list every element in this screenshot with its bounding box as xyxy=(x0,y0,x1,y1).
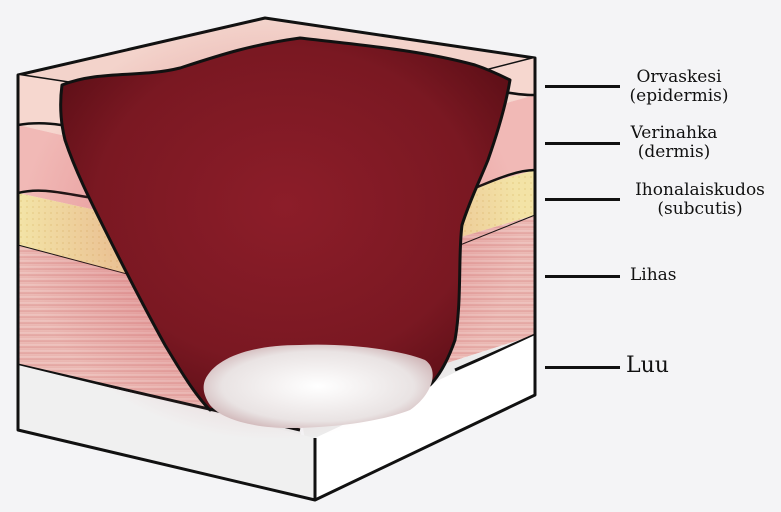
label-dermis-name: Verinahka xyxy=(624,124,724,143)
label-bone-name: Luu xyxy=(626,354,686,379)
leader-muscle xyxy=(545,275,620,278)
label-dermis-term: (dermis) xyxy=(624,143,724,162)
label-epidermis: Orvaskesi (epidermis) xyxy=(624,68,734,106)
leader-subcutis xyxy=(545,198,620,201)
leader-dermis xyxy=(545,142,620,145)
label-epidermis-name: Orvaskesi xyxy=(624,68,734,87)
label-dermis: Verinahka (dermis) xyxy=(624,124,724,162)
label-epidermis-term: (epidermis) xyxy=(624,87,734,106)
label-subcutis: Ihonalaiskudos (subcutis) xyxy=(625,181,775,219)
label-subcutis-term: (subcutis) xyxy=(625,200,775,219)
label-bone: Luu xyxy=(626,354,686,379)
leader-epidermis xyxy=(545,85,620,88)
label-muscle-name: Lihas xyxy=(630,266,690,285)
label-muscle: Lihas xyxy=(630,266,690,285)
leader-bone xyxy=(545,366,620,369)
label-subcutis-name: Ihonalaiskudos xyxy=(625,181,775,200)
